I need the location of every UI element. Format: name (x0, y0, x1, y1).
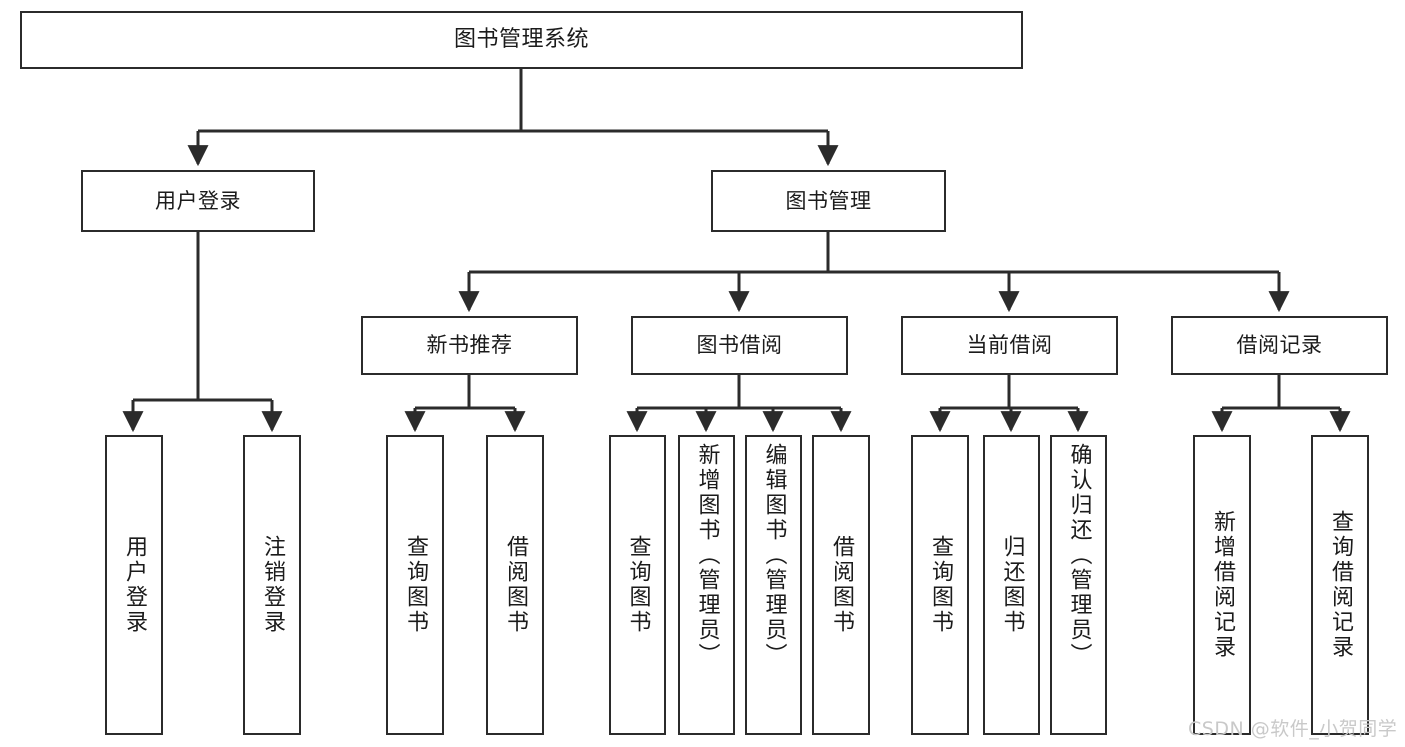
node-label: 借阅图书 (829, 535, 854, 635)
node-label: 确认归还（管理员） (1066, 443, 1092, 668)
node-label: 查询图书 (625, 535, 651, 635)
node-book-management[interactable]: 图书管理 (711, 170, 946, 232)
node-leaf-user-login[interactable]: 用户登录 (105, 435, 163, 735)
node-leaf-add-book-admin[interactable]: 新增图书（管理员） (678, 435, 735, 735)
node-leaf-query-borrow-record[interactable]: 查询借阅记录 (1311, 435, 1369, 735)
node-label: 借阅记录 (1236, 333, 1323, 358)
node-borrow-record[interactable]: 借阅记录 (1171, 316, 1388, 375)
node-label: 注销登录 (260, 535, 285, 635)
node-book-borrow[interactable]: 图书借阅 (631, 316, 848, 375)
node-label: 当前借阅 (966, 333, 1053, 358)
node-label: 归还图书 (999, 535, 1025, 635)
node-leaf-query-book-current[interactable]: 查询图书 (911, 435, 969, 735)
csdn-watermark: CSDN @软件_小贺同学 (1188, 718, 1398, 740)
node-label: 图书管理系统 (453, 27, 589, 53)
node-leaf-borrow-book-recommend[interactable]: 借阅图书 (486, 435, 544, 735)
node-label: 查询图书 (403, 535, 428, 635)
node-leaf-return-book[interactable]: 归还图书 (983, 435, 1040, 735)
node-leaf-user-logout[interactable]: 注销登录 (243, 435, 301, 735)
node-label: 新书推荐 (426, 333, 513, 358)
node-label: 图书借阅 (696, 333, 783, 358)
node-leaf-edit-book-admin[interactable]: 编辑图书（管理员） (745, 435, 802, 735)
node-new-book-recommend[interactable]: 新书推荐 (361, 316, 578, 375)
node-user-login[interactable]: 用户登录 (81, 170, 315, 232)
node-label: 编辑图书（管理员） (761, 443, 787, 668)
node-label: 查询图书 (928, 535, 953, 635)
node-label: 用户登录 (122, 535, 147, 635)
node-leaf-confirm-return-admin[interactable]: 确认归还（管理员） (1050, 435, 1107, 735)
node-root-system[interactable]: 图书管理系统 (20, 11, 1023, 69)
node-label: 新增借阅记录 (1210, 510, 1235, 660)
node-leaf-add-borrow-record[interactable]: 新增借阅记录 (1193, 435, 1251, 735)
node-label: 新增图书（管理员） (694, 443, 720, 668)
node-leaf-query-book-recommend[interactable]: 查询图书 (386, 435, 444, 735)
node-leaf-query-book-borrow[interactable]: 查询图书 (609, 435, 666, 735)
node-leaf-borrow-book[interactable]: 借阅图书 (812, 435, 870, 735)
node-label: 借阅图书 (503, 535, 528, 635)
node-label: 查询借阅记录 (1328, 510, 1353, 660)
node-label: 用户登录 (155, 188, 241, 213)
node-label: 图书管理 (785, 188, 872, 213)
node-current-borrow[interactable]: 当前借阅 (901, 316, 1118, 375)
